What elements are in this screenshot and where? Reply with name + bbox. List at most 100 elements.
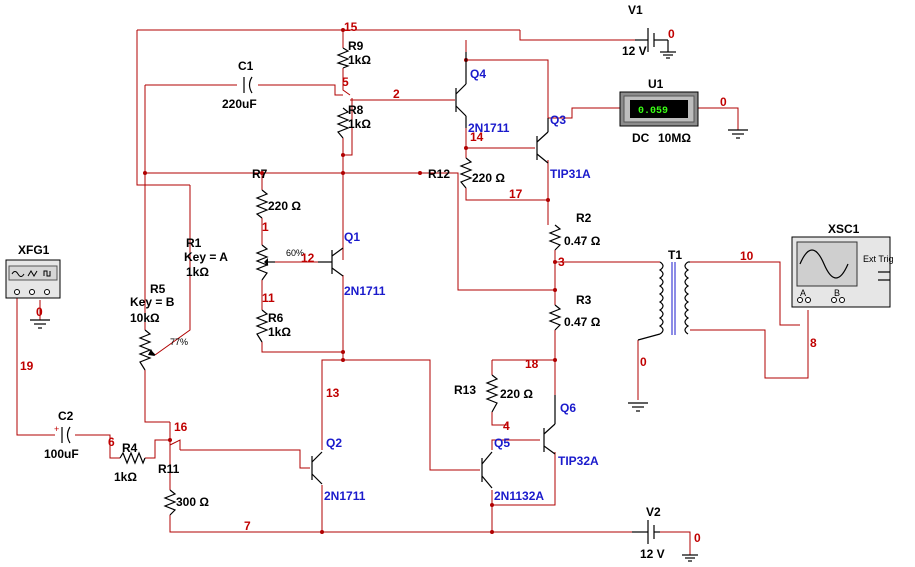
net-17: 17 <box>509 187 523 201</box>
junction-dots <box>143 28 557 534</box>
net-4: 4 <box>503 419 510 433</box>
net-1: 1 <box>262 220 269 234</box>
resistor-r3[interactable]: R3 0.47 Ω <box>548 293 601 331</box>
r2-value: 0.47 Ω <box>564 234 601 248</box>
v1-net: 0 <box>668 27 675 41</box>
net-13: 13 <box>326 386 340 400</box>
transistor-q5[interactable]: Q5 2N1132A <box>481 436 544 503</box>
oscilloscope-xsc1[interactable]: XSC1 Ext Trig A B <box>791 222 894 308</box>
v1-ref: V1 <box>628 3 643 17</box>
v1-value: 12 V <box>622 44 647 58</box>
t1-ref: T1 <box>668 248 682 262</box>
function-generator-xfg1[interactable]: XFG1 0 <box>5 243 61 329</box>
net-15: 15 <box>344 20 358 34</box>
capacitor-c2[interactable]: + C2 100uF <box>44 409 79 461</box>
resistor-r6[interactable]: R6 1kΩ <box>255 309 291 343</box>
q6-part: TIP32A <box>558 454 599 468</box>
resistor-r11[interactable]: R11 300 Ω <box>158 462 209 516</box>
c2-ref: C2 <box>58 409 74 423</box>
c1-ref: C1 <box>238 59 254 73</box>
resistor-r1-labels: R1 Key = A 1kΩ <box>184 236 228 279</box>
transistor-q4[interactable]: Q4 2N1711 <box>455 52 510 135</box>
net-11: 11 <box>262 291 275 305</box>
r5-percent: 77% <box>170 337 188 347</box>
r6-ref: R6 <box>268 311 284 325</box>
r12-ref: R12 <box>428 167 450 181</box>
net-19: 19 <box>20 359 34 373</box>
transformer-t1[interactable]: T1 <box>637 248 690 341</box>
r9-ref: R9 <box>348 39 364 53</box>
xfg1-net: 0 <box>36 305 43 319</box>
transistor-q6[interactable]: Q6 TIP32A <box>543 395 599 468</box>
transistor-q1[interactable]: Q1 2N1711 <box>318 230 386 298</box>
r11-ref: R11 <box>158 462 180 476</box>
r3-value: 0.47 Ω <box>564 315 601 329</box>
q2-ref: Q2 <box>326 436 342 450</box>
r4-value: 1kΩ <box>114 470 137 484</box>
q1-ref: Q1 <box>344 230 360 244</box>
r1-ref: R1 <box>186 236 202 250</box>
xsc1-chan-b: B <box>834 288 840 298</box>
r6-value: 1kΩ <box>268 325 291 339</box>
c1-value: 220uF <box>222 97 257 111</box>
xfg1-ref: XFG1 <box>18 243 50 257</box>
net-6: 6 <box>108 435 115 449</box>
net-10: 10 <box>740 249 754 263</box>
resistor-r7[interactable]: R7 220 Ω <box>252 167 301 219</box>
resistor-r2[interactable]: R2 0.47 Ω <box>548 211 601 251</box>
potentiometer-r5[interactable]: R5 Key = B 10kΩ 77% <box>130 282 188 371</box>
xsc1-ext-trig: Ext Trig <box>863 254 894 264</box>
net-3: 3 <box>558 255 565 269</box>
r5-key: Key = B <box>130 295 175 309</box>
u1-reading: 0.059 <box>638 106 668 117</box>
net-18: 18 <box>525 357 539 371</box>
net-14: 14 <box>470 130 484 144</box>
r7-value: 220 Ω <box>268 199 301 213</box>
r1-key: Key = A <box>184 250 228 264</box>
r1-value: 1kΩ <box>186 265 209 279</box>
v2-value: 12 V <box>640 547 665 561</box>
q1-part: 2N1711 <box>344 284 386 298</box>
q5-part: 2N1132A <box>494 489 544 503</box>
q4-part: 2N1711 <box>468 121 510 135</box>
u1-impedance: 10MΩ <box>658 131 691 145</box>
q4-ref: Q4 <box>470 67 486 81</box>
capacitor-c1[interactable]: C1 220uF <box>222 59 257 111</box>
net-12: 12 <box>301 251 315 265</box>
r5-value: 10kΩ <box>130 311 160 325</box>
multimeter-u1[interactable]: 0.059 U1 DC 10MΩ 0 <box>619 77 748 145</box>
potentiometer-r7-wiper[interactable]: 60% <box>255 244 304 281</box>
net-labels: 15 5 2 14 17 1 12 11 3 10 8 0 19 6 16 13… <box>20 20 817 533</box>
net-5: 5 <box>342 75 349 89</box>
net-0: 0 <box>640 355 647 369</box>
transistor-q3[interactable]: Q3 TIP31A <box>536 113 591 181</box>
svg-text:+: + <box>54 424 59 434</box>
resistor-r13[interactable]: R13 220 Ω <box>454 374 533 413</box>
xsc1-chan-a: A <box>800 288 806 298</box>
v2-ref: V2 <box>646 505 661 519</box>
u1-mode: DC <box>632 131 650 145</box>
transistor-q2[interactable]: Q2 2N1711 <box>311 436 366 503</box>
resistor-r9[interactable]: R9 1kΩ <box>336 39 371 69</box>
net-8: 8 <box>810 336 817 350</box>
net-16: 16 <box>174 420 188 434</box>
resistor-r8[interactable]: R8 1kΩ <box>336 103 371 139</box>
r13-value: 220 Ω <box>500 387 533 401</box>
q5-ref: Q5 <box>494 436 510 450</box>
r3-ref: R3 <box>576 293 592 307</box>
battery-v1[interactable]: V1 12 V 0 <box>622 3 676 59</box>
r5-ref: R5 <box>150 282 166 296</box>
q3-part: TIP31A <box>550 167 591 181</box>
battery-v2[interactable]: V2 12 V 0 <box>632 505 701 562</box>
ground-t1 <box>628 402 648 412</box>
net-2: 2 <box>393 87 400 101</box>
r12-value: 220 Ω <box>472 171 505 185</box>
resistor-r4[interactable]: R4 1kΩ <box>114 441 146 484</box>
r7-percent: 60% <box>286 248 304 258</box>
net-7: 7 <box>244 519 251 533</box>
resistor-r12[interactable]: R12 220 Ω <box>428 157 505 189</box>
u1-ref: U1 <box>648 77 664 91</box>
q3-ref: Q3 <box>550 113 566 127</box>
r4-ref: R4 <box>122 441 138 455</box>
